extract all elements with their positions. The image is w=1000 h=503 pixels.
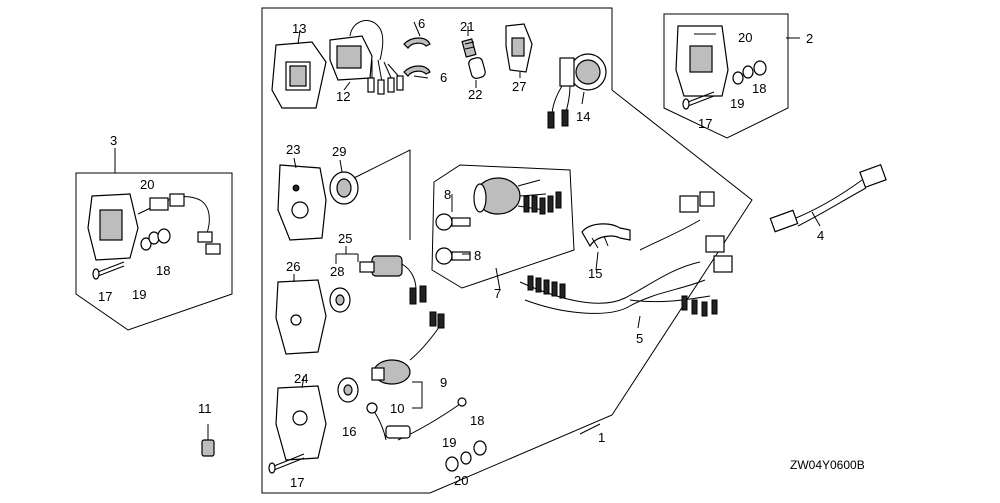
callout-15: 15 [588, 266, 602, 281]
switch-panel-3 [87, 193, 221, 261]
callout-27: 27 [512, 79, 526, 94]
callout-5: 5 [636, 331, 643, 346]
callout-17-left: 17 [98, 289, 112, 304]
callout-29: 29 [332, 144, 346, 159]
clip-11 [201, 424, 215, 457]
spacer-22 [468, 57, 486, 79]
washer-19-bottom [445, 456, 459, 472]
callout-20-bottom: 20 [454, 473, 468, 488]
nut-16 [337, 377, 359, 403]
screw-17-top [682, 91, 715, 110]
plate-26 [275, 274, 327, 355]
callout-9: 9 [440, 375, 447, 390]
callout-3: 3 [110, 133, 117, 148]
callout-26: 26 [286, 259, 300, 274]
washer-19-top [732, 71, 744, 85]
callout-12: 12 [336, 89, 350, 104]
key-8-lower [435, 247, 471, 265]
switch-12 [329, 20, 404, 95]
cable-10 [366, 397, 467, 441]
harness-4 [769, 163, 887, 233]
callout-2: 2 [806, 31, 813, 46]
nut-28 [329, 287, 351, 313]
callout-4: 4 [817, 228, 824, 243]
assembly-1-outline [261, 7, 753, 494]
callout-6-lower: 6 [440, 70, 447, 85]
callout-20-left: 20 [140, 177, 154, 192]
switch-panel-2 [675, 25, 729, 97]
callout-20-top: 20 [738, 30, 752, 45]
drawing-code: ZW04Y0600B [790, 458, 865, 472]
callout-25: 25 [338, 231, 352, 246]
cover-27 [505, 23, 533, 73]
callout-18-top: 18 [752, 81, 766, 96]
callout-labels: 1 2 3 4 5 6 6 7 8 8 9 10 11 12 13 14 15 … [98, 16, 824, 490]
callout-28: 28 [330, 264, 344, 279]
callout-18-bottom: 18 [470, 413, 484, 428]
kit-3-outline [75, 148, 233, 331]
callout-18-left: 18 [156, 263, 170, 278]
callout-21: 21 [460, 19, 474, 34]
callout-17-top: 17 [698, 116, 712, 131]
leader-29-7 [353, 149, 411, 240]
buzzer-14 [547, 53, 607, 129]
plate-13 [271, 29, 327, 109]
callout-17-bottom: 17 [290, 475, 304, 490]
washer-20-top [742, 65, 754, 79]
callout-19-top: 19 [730, 96, 744, 111]
callout-19-left: 19 [132, 287, 146, 302]
callout-leaders [413, 21, 821, 435]
leader-9-10 [412, 381, 423, 409]
callout-6-upper: 6 [418, 16, 425, 31]
ignition-switch-7 [473, 177, 562, 215]
callout-14: 14 [576, 109, 590, 124]
leader-25 [335, 246, 359, 264]
callout-1: 1 [598, 430, 605, 445]
nut-18-left [157, 228, 171, 244]
clip-6-lower [403, 65, 431, 77]
callout-22: 22 [468, 87, 482, 102]
screw-17-bottom [268, 453, 305, 474]
key-8-upper [435, 213, 471, 231]
ring-29 [329, 159, 359, 205]
clip-15 [581, 223, 631, 249]
kit-7-outline [431, 164, 575, 289]
callout-24: 24 [294, 371, 308, 386]
callout-7: 7 [494, 286, 501, 301]
callout-8-upper: 8 [444, 187, 451, 202]
washer-20-left [148, 231, 160, 245]
plate-24 [275, 375, 327, 461]
callout-16: 16 [342, 424, 356, 439]
callout-11: 11 [198, 401, 212, 416]
callout-13: 13 [292, 21, 306, 36]
washer-19-left [140, 237, 152, 251]
clip-6-upper [403, 37, 431, 49]
choke-9 [371, 311, 445, 385]
toggle-switch-25 [359, 255, 427, 305]
screw-21 [461, 38, 477, 58]
screw-17-left [92, 261, 125, 280]
callout-10: 10 [390, 401, 404, 416]
harness-5 [519, 191, 733, 317]
nut-18-bottom [473, 440, 487, 456]
callout-19-bottom: 19 [442, 435, 456, 450]
washer-20-bottom [460, 451, 472, 465]
plate-23 [277, 157, 327, 241]
callout-8-lower: 8 [474, 248, 481, 263]
callout-23: 23 [286, 142, 300, 157]
kit-2-outline [663, 13, 800, 139]
nut-18-top [753, 60, 767, 76]
